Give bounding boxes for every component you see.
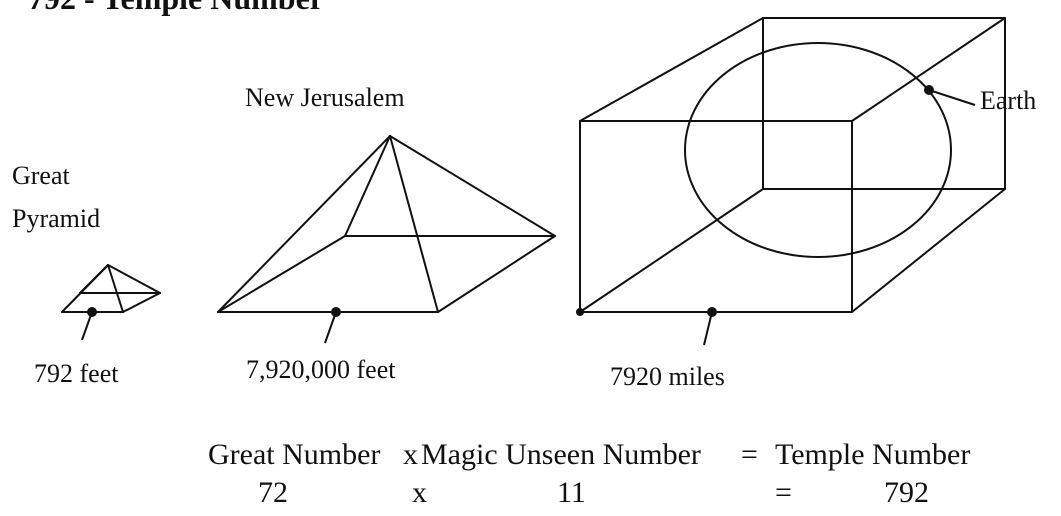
equation-value-equals: = — [775, 476, 792, 509]
equation-term-multiply: x — [403, 438, 418, 471]
new-jerusalem-size-label: 7,920,000 feet — [246, 355, 396, 384]
earth-label: Earth — [980, 86, 1037, 115]
great-pyramid-label-line1: Great — [12, 161, 70, 190]
great-pyramid-shape — [61, 264, 161, 341]
equation-term-temple-number: Temple Number — [775, 438, 971, 471]
diagram-title: 792 - Temple Number — [28, 0, 324, 14]
great-pyramid-label-line2: Pyramid — [12, 204, 101, 233]
new-jerusalem-label: New Jerusalem — [245, 83, 405, 112]
equation-value-temple-number: 792 — [884, 476, 929, 509]
equation-term-great-number: Great Number — [208, 438, 381, 471]
equation-value-great-number: 72 — [258, 476, 288, 509]
cube-size-label: 7920 miles — [610, 362, 725, 391]
pyramid-size-label: 792 feet — [34, 359, 119, 388]
new-jerusalem-pyramid-shape — [217, 135, 556, 344]
equation-term-equals: = — [741, 438, 758, 471]
equation-value-multiply: x — [412, 476, 427, 509]
earth-cube-shape — [576, 17, 1006, 346]
equation-term-magic-number: Magic Unseen Number — [421, 438, 701, 471]
equation-value-magic-number: 11 — [557, 476, 586, 509]
